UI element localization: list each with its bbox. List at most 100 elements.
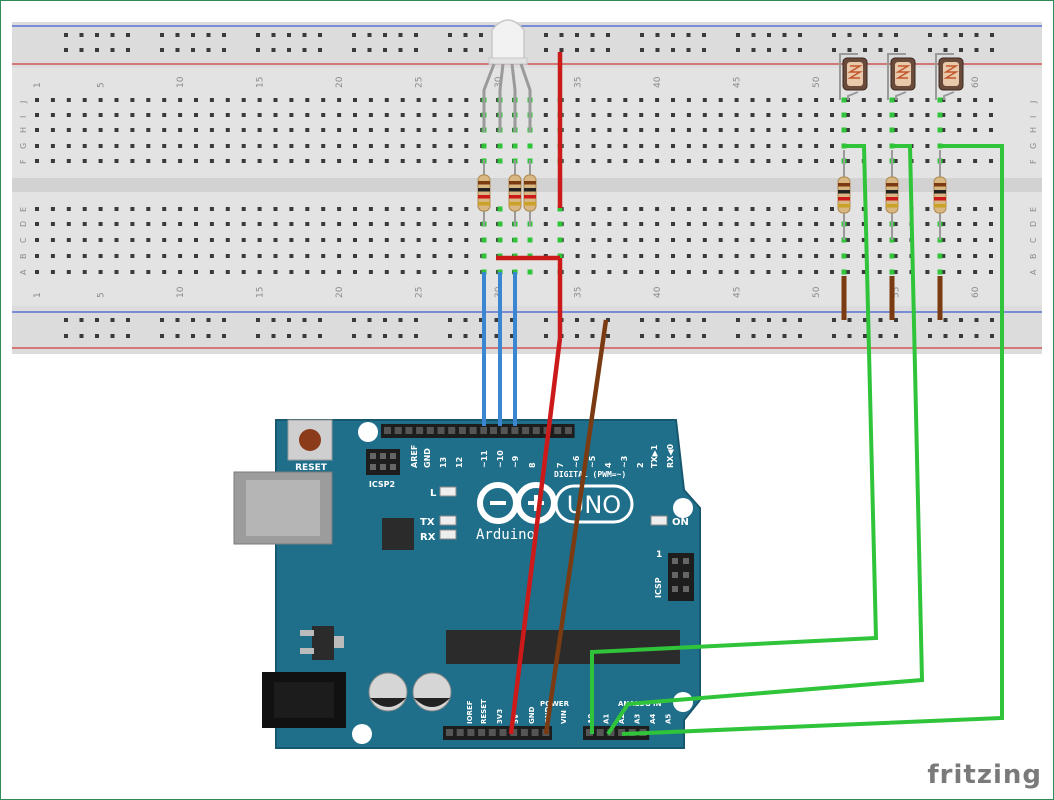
led-l <box>439 486 457 497</box>
breadboard-hole <box>607 207 612 211</box>
active-hole <box>937 127 943 133</box>
breadboard-hole <box>114 98 119 102</box>
breadboard-hole <box>257 159 262 163</box>
breadboard-hole <box>194 144 198 148</box>
breadboard-hole <box>321 238 326 242</box>
breadboard-hole <box>734 144 739 148</box>
rail-hole <box>767 48 771 52</box>
breadboard-hole <box>146 159 151 163</box>
column-number: 40 <box>653 286 663 298</box>
breadboard-hole <box>321 270 326 274</box>
breadboard-hole <box>734 128 739 132</box>
breadboard-hole <box>893 254 898 258</box>
breadboard-hole <box>798 144 803 148</box>
breadboard-hole <box>973 207 978 211</box>
digital-pin-label: GND <box>423 448 432 468</box>
breadboard-hole <box>575 270 580 274</box>
rail-hole <box>974 318 979 322</box>
breadboard-hole <box>448 159 453 163</box>
rail-hole <box>352 318 356 322</box>
breadboard-hole <box>766 159 771 163</box>
breadboard-hole <box>416 270 421 274</box>
breadboard-hole <box>575 128 580 132</box>
breadboard-hole <box>337 128 342 132</box>
breadboard-hole <box>591 238 596 242</box>
rail-hole <box>832 334 836 338</box>
breadboard-hole <box>814 113 819 117</box>
rail-hole <box>751 33 756 37</box>
breadboard-hole <box>194 270 198 274</box>
brand-label: Arduino <box>476 527 535 543</box>
rail-hole <box>367 33 372 37</box>
breadboard-hole <box>146 254 151 258</box>
wires <box>482 144 1004 736</box>
breadboard-hole <box>957 254 962 258</box>
breadboard-hole <box>575 254 580 258</box>
rail-hole <box>847 334 852 338</box>
header-pin <box>469 427 477 434</box>
analog-pin-label: A1 <box>603 714 611 724</box>
rail-hole <box>318 33 322 37</box>
breadboard-hole <box>830 144 834 148</box>
breadboard-hole <box>194 128 198 132</box>
breadboard-hole <box>782 113 787 117</box>
breadboard-hole <box>368 113 373 117</box>
digital-pin-label: ~6 <box>572 455 581 468</box>
breadboard-hole <box>66 254 71 258</box>
rail-hole <box>606 33 610 37</box>
breadboard-hole <box>146 144 151 148</box>
led-tx <box>439 515 457 526</box>
breadboard-hole <box>925 159 930 163</box>
breadboard-hole <box>814 159 819 163</box>
breadboard-hole <box>130 222 135 226</box>
column-number: 30 <box>494 76 504 88</box>
breadboard-hole <box>321 144 326 148</box>
led-l-label: L <box>430 488 437 499</box>
breadboard-hole <box>591 113 596 117</box>
breadboard-hole <box>639 207 644 211</box>
breadboard-hole <box>957 207 962 211</box>
header-pin <box>522 427 530 434</box>
breadboard-hole <box>464 144 469 148</box>
icsp-pin <box>672 558 678 564</box>
breadboard-hole <box>257 254 262 258</box>
breadboard-hole <box>273 159 278 163</box>
breadboard-hole <box>241 270 246 274</box>
column-number: 20 <box>335 286 345 298</box>
rail-hole <box>590 318 595 322</box>
rail-hole <box>256 48 260 52</box>
breadboard-hole <box>830 222 834 226</box>
breadboard-hole <box>623 238 628 242</box>
breadboard-hole <box>766 113 771 117</box>
digital-pin-label: ~3 <box>620 456 629 468</box>
breadboard-hole <box>830 159 834 163</box>
photoresistors <box>837 53 964 240</box>
breadboard-hole <box>671 144 675 148</box>
rail-hole <box>736 318 740 322</box>
breadboard-hole <box>925 222 930 226</box>
breadboard-hole <box>686 270 691 274</box>
digital-label: DIGITAL (PWM=~) <box>554 470 626 479</box>
breadboard-hole <box>273 113 278 117</box>
breadboard-hole <box>702 144 707 148</box>
breadboard-hole <box>464 207 469 211</box>
icsp-pin <box>370 453 376 459</box>
breadboard-hole <box>925 270 930 274</box>
breadboard-hole <box>289 222 294 226</box>
breadboard-hole <box>289 159 294 163</box>
breadboard-hole <box>623 222 628 226</box>
breadboard-hole <box>639 128 644 132</box>
header-pin <box>531 729 539 736</box>
breadboard-hole <box>877 222 882 226</box>
breadboard-hole <box>273 128 278 132</box>
rail-hole <box>832 33 836 37</box>
breadboard-hole <box>368 159 373 163</box>
breadboard-hole <box>178 222 183 226</box>
breadboard-hole <box>305 222 310 226</box>
breadboard-hole <box>861 98 866 102</box>
breadboard-hole <box>575 159 580 163</box>
rail-hole <box>655 48 660 52</box>
breadboard-hole <box>257 207 262 211</box>
breadboard-hole <box>877 270 882 274</box>
